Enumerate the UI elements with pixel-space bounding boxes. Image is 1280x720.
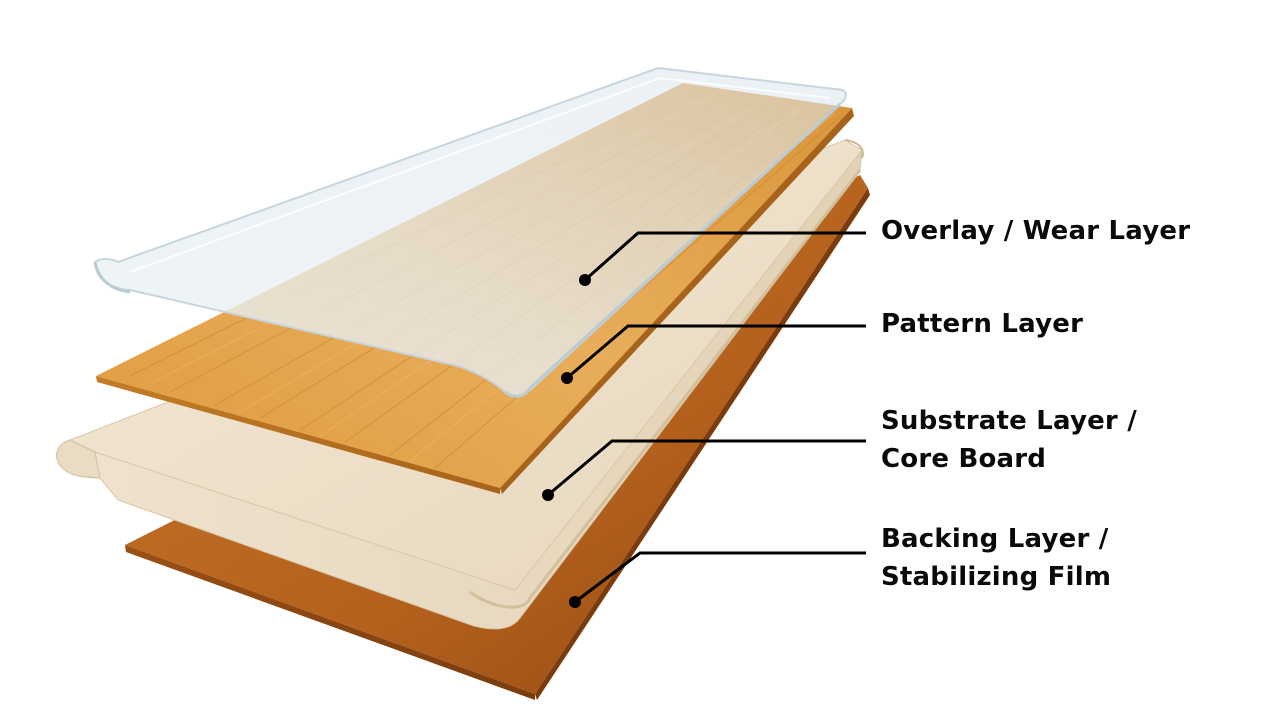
leader-dot-substrate: [542, 489, 554, 501]
leader-dot-pattern: [561, 372, 573, 384]
substrate-label-line1: Substrate Layer /: [881, 406, 1137, 436]
backing-layer-label: Backing Layer / Stabilizing Film: [881, 520, 1111, 596]
backing-label-line2: Stabilizing Film: [881, 562, 1112, 592]
overlay-label-line1: Overlay / Wear Layer: [881, 216, 1191, 246]
leader-line-backing: [569, 551, 866, 608]
backing-label-line1: Backing Layer /: [881, 524, 1109, 554]
overlay-wear-layer-label: Overlay / Wear Layer: [881, 212, 1190, 250]
substrate-layer-label: Substrate Layer / Core Board: [881, 402, 1137, 478]
overlay-wear-layer-shape: [93, 66, 847, 398]
leader-dot-overlay: [579, 274, 591, 286]
leader-dot-backing: [569, 596, 581, 608]
substrate-label-line2: Core Board: [881, 444, 1047, 474]
pattern-layer-label: Pattern Layer: [881, 305, 1083, 343]
leader-line-pattern: [561, 324, 866, 384]
leader-line-overlay: [579, 231, 866, 286]
leader-line-substrate: [542, 439, 866, 501]
pattern-label-line1: Pattern Layer: [881, 309, 1084, 339]
